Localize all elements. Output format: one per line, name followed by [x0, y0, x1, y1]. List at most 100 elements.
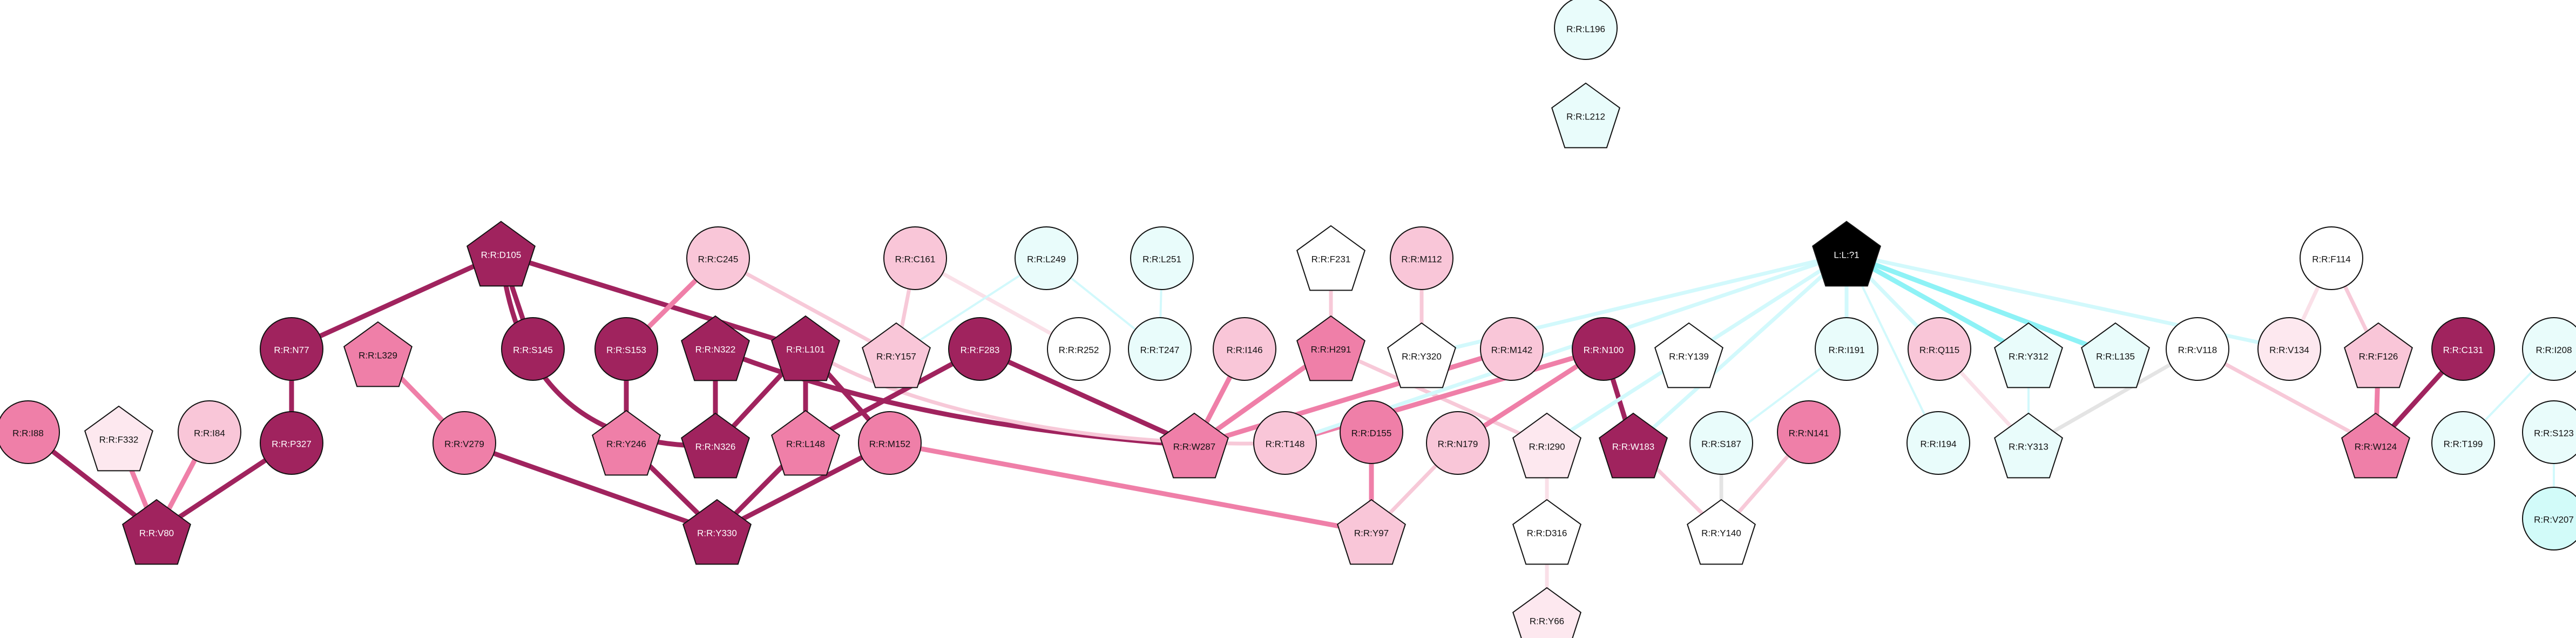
edge-m142-w287	[1192, 346, 1515, 448]
node-pentagon-shape	[122, 499, 191, 565]
node-circle-shape	[2522, 317, 2576, 381]
node-c161: R:R:C161	[883, 226, 947, 290]
node-i194: R:R:I194	[1906, 411, 1970, 475]
node-y157: R:R:Y157	[862, 322, 931, 388]
node-label: R:R:Y139	[1669, 352, 1709, 362]
node-i290: R:R:I290	[1512, 412, 1581, 479]
node-n326: R:R:N326	[681, 412, 750, 479]
node-y140: R:R:Y140	[1687, 499, 1756, 565]
node-pentagon-shape	[2081, 322, 2150, 388]
node-label: R:R:I194	[1920, 439, 1956, 449]
node-label: R:R:C131	[2443, 345, 2484, 355]
node-f332: R:R:F332	[84, 405, 153, 472]
node-pentagon-shape	[1296, 315, 1365, 381]
node-l135: R:R:L135	[2081, 322, 2150, 388]
node-label: R:R:L101	[786, 345, 825, 355]
node-label: R:R:N141	[1789, 428, 1829, 439]
edge-d105-l101	[498, 251, 808, 351]
node-l329: R:R:L329	[343, 321, 413, 387]
node-y66: R:R:Y66	[1512, 587, 1581, 638]
node-circle-shape	[883, 226, 947, 290]
node-circle-shape	[1253, 411, 1317, 475]
node-circle-shape	[594, 317, 658, 381]
node-circle-shape	[1015, 226, 1078, 290]
node-m152: R:R:M152	[858, 411, 922, 475]
node-l251: R:R:L251	[1130, 226, 1194, 290]
node-label: R:R:I191	[1828, 345, 1864, 355]
node-label: R:R:M152	[869, 439, 911, 449]
edge-n100-t148	[1282, 346, 1606, 446]
node-circle-shape	[1130, 226, 1194, 290]
node-label: R:R:N77	[274, 345, 309, 355]
node-pentagon-shape	[682, 499, 752, 565]
node-pentagon-shape	[1687, 499, 1756, 565]
node-label: R:R:V118	[2178, 345, 2217, 355]
node-w287: R:R:W287	[1160, 412, 1229, 479]
node-pentagon-shape	[1296, 225, 1365, 291]
edge-m152-y97	[887, 440, 1374, 535]
node-pentagon-shape	[1512, 587, 1581, 638]
node-s123: R:R:S123	[2522, 400, 2576, 464]
node-circle-shape	[1128, 317, 1192, 381]
edge-v118-w124	[2195, 347, 2378, 448]
node-l71: L:L:?1	[1812, 220, 1881, 287]
node-l212: R:R:L212	[1551, 82, 1620, 149]
edge-v118-y313	[2026, 347, 2200, 448]
node-label: R:R:T247	[1140, 345, 1180, 355]
node-circle-shape	[501, 317, 565, 381]
node-i84: R:R:I84	[178, 400, 241, 464]
edge-f283-l148	[803, 346, 983, 446]
node-t199: R:R:T199	[2431, 411, 2495, 475]
node-circle-shape	[1554, 0, 1618, 60]
node-v80: R:R:V80	[122, 499, 191, 565]
node-circle-shape	[948, 317, 1012, 381]
node-w183: R:R:W183	[1599, 412, 1668, 479]
node-t148: R:R:T148	[1253, 411, 1317, 475]
node-pentagon-shape	[466, 220, 536, 287]
node-label: R:R:T148	[1266, 439, 1305, 449]
edge-l71-y312	[1844, 251, 2031, 358]
node-i146: R:R:I146	[1213, 317, 1276, 381]
node-pentagon-shape	[1654, 322, 1723, 388]
edge-v279-y330	[462, 440, 720, 535]
node-n179: R:R:N179	[1426, 411, 1490, 475]
node-pentagon-shape	[1337, 499, 1406, 565]
node-m142: R:R:M142	[1480, 317, 1544, 381]
node-circle-shape	[2431, 411, 2495, 475]
node-pentagon-shape	[592, 409, 661, 476]
node-i191: R:R:I191	[1815, 317, 1878, 381]
node-pentagon-shape	[1599, 412, 1668, 479]
node-circle-shape	[1689, 411, 1753, 475]
node-pentagon-shape	[1512, 412, 1581, 479]
node-f283: R:R:F283	[948, 317, 1012, 381]
node-label: R:R:V134	[2269, 345, 2309, 355]
node-circle-shape	[2166, 317, 2229, 381]
node-circle-shape	[1480, 317, 1544, 381]
node-v118: R:R:V118	[2166, 317, 2229, 381]
node-label: R:R:M142	[1491, 345, 1533, 355]
node-i208: R:R:I208	[2522, 317, 2576, 381]
node-label: R:R:N322	[695, 345, 736, 355]
node-s187: R:R:S187	[1689, 411, 1753, 475]
node-label: R:R:Q115	[1919, 345, 1959, 355]
node-y246: R:R:Y246	[592, 409, 661, 476]
node-pentagon-shape	[1551, 82, 1620, 149]
edge-d105-n326	[498, 251, 718, 448]
node-label: R:R:I208	[2536, 345, 2572, 355]
node-label: R:R:F114	[2312, 254, 2351, 265]
node-m112: R:R:M112	[1390, 226, 1453, 290]
node-label: R:R:D155	[1351, 428, 1392, 439]
node-f231: R:R:F231	[1296, 225, 1365, 291]
node-circle-shape	[1340, 400, 1403, 464]
node-d155: R:R:D155	[1340, 400, 1403, 464]
node-t247: R:R:T247	[1128, 317, 1192, 381]
node-pentagon-shape	[84, 405, 153, 472]
node-pentagon-shape	[681, 315, 750, 381]
edge-l71-l135	[1844, 251, 2118, 358]
edge-d105-n77	[289, 251, 504, 352]
node-circle-shape	[686, 226, 750, 290]
node-pentagon-shape	[2344, 322, 2413, 388]
node-circle-shape	[0, 400, 60, 464]
node-w124: R:R:W124	[2341, 412, 2410, 479]
node-label: R:R:I84	[194, 428, 225, 439]
